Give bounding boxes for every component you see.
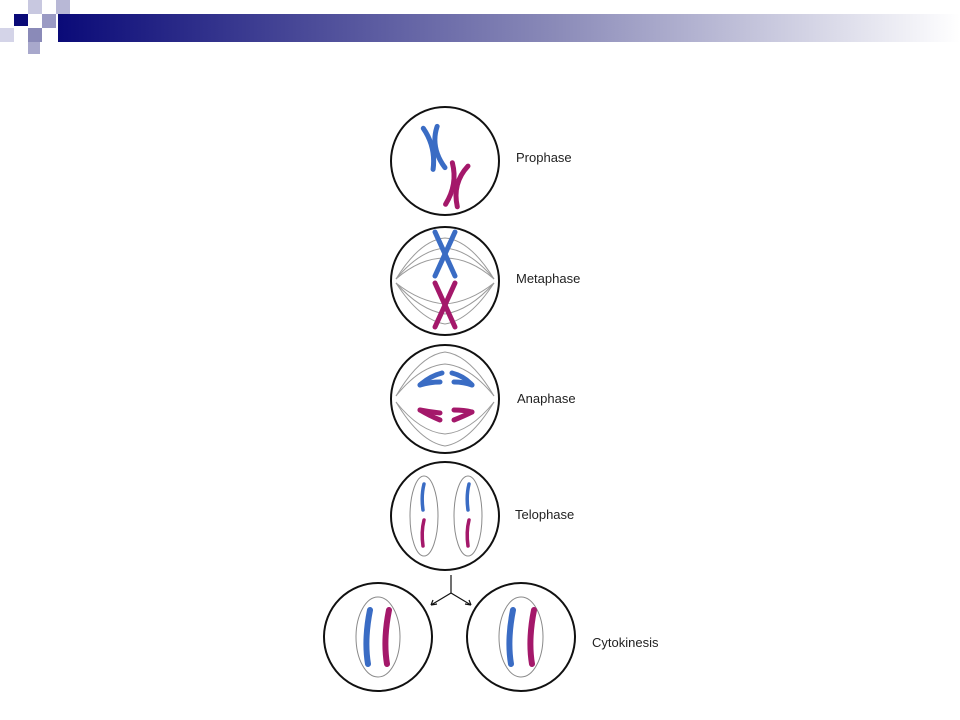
blue-chromatids [417,370,475,388]
split-arrows [430,575,472,606]
slide-header-decoration [0,0,960,54]
blue-chromosome [363,607,373,667]
magenta-chromatids [417,407,475,423]
cytokinesis-label: Cytokinesis [592,635,659,650]
spindle-fibers [395,351,495,447]
header-square-mid [42,14,56,28]
telophase-cell [390,461,500,571]
prophase-label: Prophase [516,150,572,165]
magenta-chromosome [382,607,392,667]
daughter-cell-left [323,582,433,692]
nuclear-envelope [453,475,483,557]
header-gradient-bar [58,14,960,42]
metaphase-label: Metaphase [516,271,581,286]
blue-chromosome [420,482,426,512]
nucleus [498,596,544,678]
header-square-light [28,0,42,14]
header-square-dark [14,14,28,26]
anaphase-cell [390,344,500,454]
header-square-small [56,0,70,14]
blue-chromosome [506,607,516,667]
nuclear-envelope [409,475,439,557]
magenta-chromosome [443,160,471,210]
header-square-mid [28,28,42,42]
header-square-small [28,42,40,54]
header-square-light [0,28,14,42]
nucleus [355,596,401,678]
magenta-chromosome [527,607,537,667]
telophase-label: Telophase [515,507,575,522]
blue-chromosome [420,123,448,172]
anaphase-label: Anaphase [517,391,576,406]
magenta-chromosome [420,518,426,548]
blue-chromosome [465,482,471,512]
metaphase-cell [390,226,500,336]
magenta-chromosome [465,518,471,548]
daughter-cell-right [466,582,576,692]
prophase-cell [390,106,500,216]
